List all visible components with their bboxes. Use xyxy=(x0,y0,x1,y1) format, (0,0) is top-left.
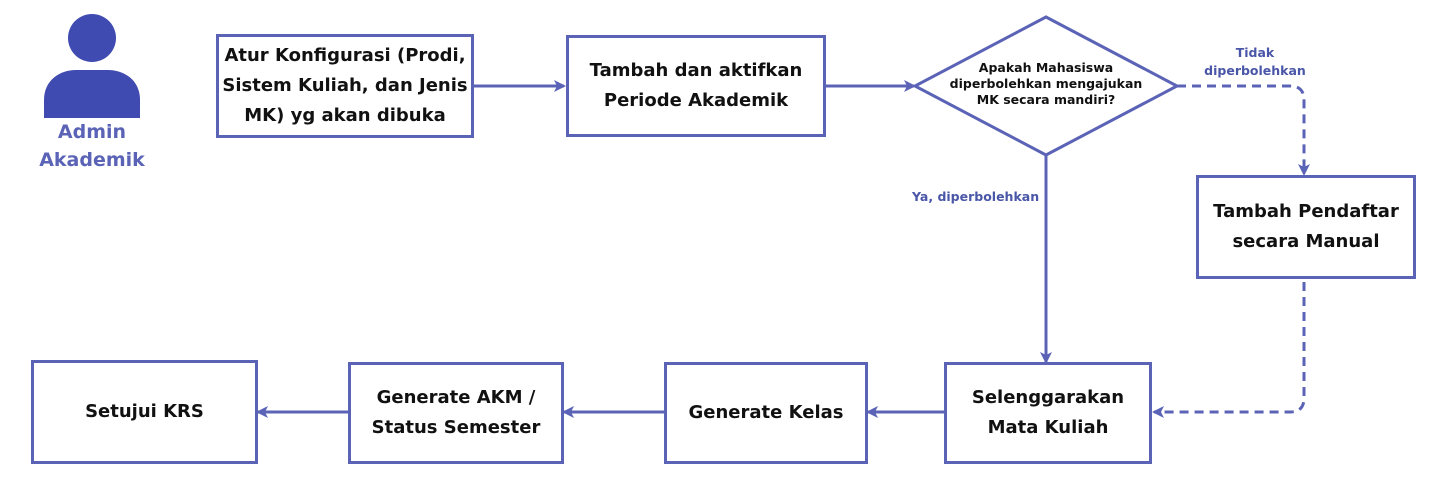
node-atur-konfigurasi: Atur Konfigurasi (Prodi, Sistem Kuliah, … xyxy=(216,34,474,138)
node-generate-akm-label: Generate AKM / Status Semester xyxy=(371,387,541,438)
node-setujui-krs: Setujui KRS xyxy=(31,360,258,464)
actor-label: Admin Akademik xyxy=(39,121,145,171)
node-generate-kelas: Generate Kelas xyxy=(664,362,868,464)
node-selenggarakan-label: Selenggarakan Mata Kuliah xyxy=(971,387,1125,438)
arrow-pendaftar-dashed xyxy=(1152,282,1306,418)
node-generate-akm: Generate AKM / Status Semester xyxy=(348,362,564,464)
node-tambah-periode-label: Tambah dan aktifkan Periode Akademik xyxy=(589,60,803,111)
node-tambah-pendaftar: Tambah Pendaftar secara Manual xyxy=(1196,175,1416,279)
user-icon xyxy=(44,14,140,118)
node-tambah-periode: Tambah dan aktifkan Periode Akademik xyxy=(566,35,826,137)
edge-label-ya: Ya, diperbolehkan xyxy=(912,189,1040,204)
edge-label-tidak: Tidak diperbolehkan xyxy=(1204,45,1306,78)
node-setujui-krs-label: Setujui KRS xyxy=(85,401,204,422)
node-atur-konfigurasi-label: Atur Konfigurasi (Prodi, Sistem Kuliah, … xyxy=(222,45,468,126)
node-generate-kelas-label: Generate Kelas xyxy=(688,402,844,423)
arrow-tidak-dashed xyxy=(1177,84,1310,176)
node-tambah-pendaftar-label: Tambah Pendaftar secara Manual xyxy=(1213,201,1399,252)
node-selenggarakan: Selenggarakan Mata Kuliah xyxy=(944,362,1152,464)
decision-label: Apakah Mahasiswa diperbolehkan mengajuka… xyxy=(949,60,1143,107)
